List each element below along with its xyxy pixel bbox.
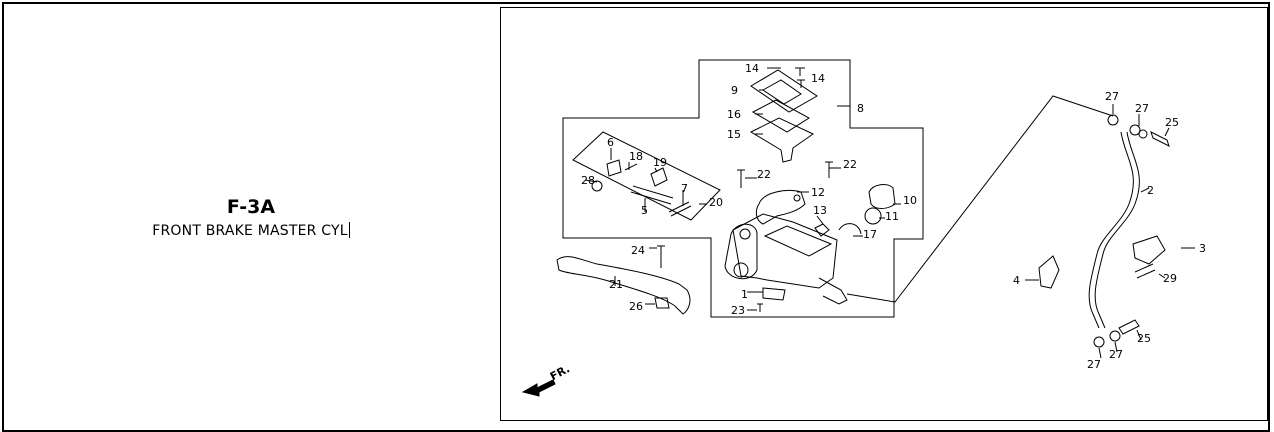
callout-15: 15	[727, 128, 741, 141]
section-title-line: FRONT BRAKE MASTER CYL	[4, 222, 498, 239]
holder-clamp	[755, 190, 806, 225]
callout-25a: 25	[1165, 116, 1179, 129]
switch-1	[762, 287, 786, 301]
assembly-outline	[562, 59, 924, 318]
callout-20: 20	[709, 196, 723, 209]
piston-19	[650, 167, 668, 187]
section-code: F-3A	[226, 196, 276, 218]
piston-rod-5	[630, 185, 674, 205]
callout-26: 26	[629, 300, 643, 313]
switch-screw-23	[757, 303, 763, 312]
bleed-screw-13	[814, 223, 830, 237]
master-cylinder-body	[732, 213, 838, 289]
callout-27d: 27	[1087, 358, 1101, 371]
cylinder-bore	[763, 225, 833, 257]
callout-17: 17	[863, 228, 877, 241]
piston-cup-6	[606, 159, 622, 177]
diagram-canvas: 14 14 9 16 15 8 6 18 19 28 7 5 20 22 22 …	[521, 59, 1206, 397]
reservoir-cap	[750, 69, 818, 113]
screw-14a	[795, 67, 805, 76]
callout-12: 12	[811, 186, 825, 199]
callout-14a: 14	[745, 62, 759, 75]
callout-9: 9	[731, 84, 738, 97]
callout-10: 10	[903, 194, 917, 207]
lever-pivot-bolt-24	[657, 245, 665, 268]
callout-labels: 14 14 9 16 15 8 6 18 19 28 7 5 20 22 22 …	[548, 62, 1206, 383]
boot-clip	[838, 223, 862, 235]
callout-19: 19	[653, 156, 667, 169]
hose-clamp-4	[1038, 255, 1060, 289]
front-direction-arrow	[521, 379, 556, 397]
brake-hose	[1088, 131, 1134, 329]
callout-21: 21	[609, 278, 623, 291]
callout-3: 3	[1199, 242, 1206, 255]
callout-4: 4	[1013, 274, 1020, 287]
direction-label: FR.	[548, 362, 572, 383]
callout-5: 5	[641, 204, 648, 217]
spring-7	[668, 201, 692, 217]
callout-22a: 22	[757, 168, 771, 181]
callout-7: 7	[681, 182, 688, 195]
callout-24: 24	[631, 244, 645, 257]
outlet-port	[818, 277, 848, 305]
callout-27a: 27	[1105, 90, 1119, 103]
lever-pivot-boss	[724, 223, 758, 280]
spring-18	[624, 163, 638, 171]
hose-leader	[846, 95, 1114, 303]
callout-27b: 27	[1135, 102, 1149, 115]
brake-hose-inner	[1094, 131, 1140, 329]
callout-14b: 14	[811, 72, 825, 85]
callout-27c: 27	[1109, 348, 1123, 361]
callout-6: 6	[607, 136, 614, 149]
screw-22a	[737, 169, 745, 188]
hose-guide-3	[1132, 235, 1166, 265]
callout-29: 29	[1163, 272, 1177, 285]
callout-2: 2	[1147, 184, 1154, 197]
dust-boot	[868, 184, 896, 209]
brake-lever	[556, 256, 691, 315]
callout-18: 18	[629, 150, 643, 163]
callout-16: 16	[727, 108, 741, 121]
screw-22b	[825, 161, 833, 178]
callout-25b: 25	[1137, 332, 1151, 345]
piston-kit-outline	[572, 131, 721, 221]
callout-22b: 22	[843, 158, 857, 171]
callout-13: 13	[813, 204, 827, 217]
diaphragm	[749, 117, 814, 163]
section-header-panel: F-3A FRONT BRAKE MASTER CYL	[4, 4, 498, 424]
banjo-bolt-25b	[1118, 319, 1140, 335]
text-cursor	[348, 222, 350, 238]
screw-14b	[797, 79, 805, 88]
callout-28: 28	[581, 174, 595, 187]
diaphragm-plate	[751, 99, 810, 133]
callout-8: 8	[857, 102, 864, 115]
callout-23: 23	[731, 304, 745, 317]
callout-1: 1	[741, 288, 748, 301]
lever-nut-26	[654, 297, 670, 309]
guide-bolt-29	[1134, 263, 1156, 279]
exploded-parts-diagram: 14 14 9 16 15 8 6 18 19 28 7 5 20 22 22 …	[500, 7, 1268, 421]
section-title: FRONT BRAKE MASTER CYL	[152, 223, 348, 239]
callout-11: 11	[885, 210, 899, 223]
banjo-bolt-25a	[1150, 131, 1170, 147]
